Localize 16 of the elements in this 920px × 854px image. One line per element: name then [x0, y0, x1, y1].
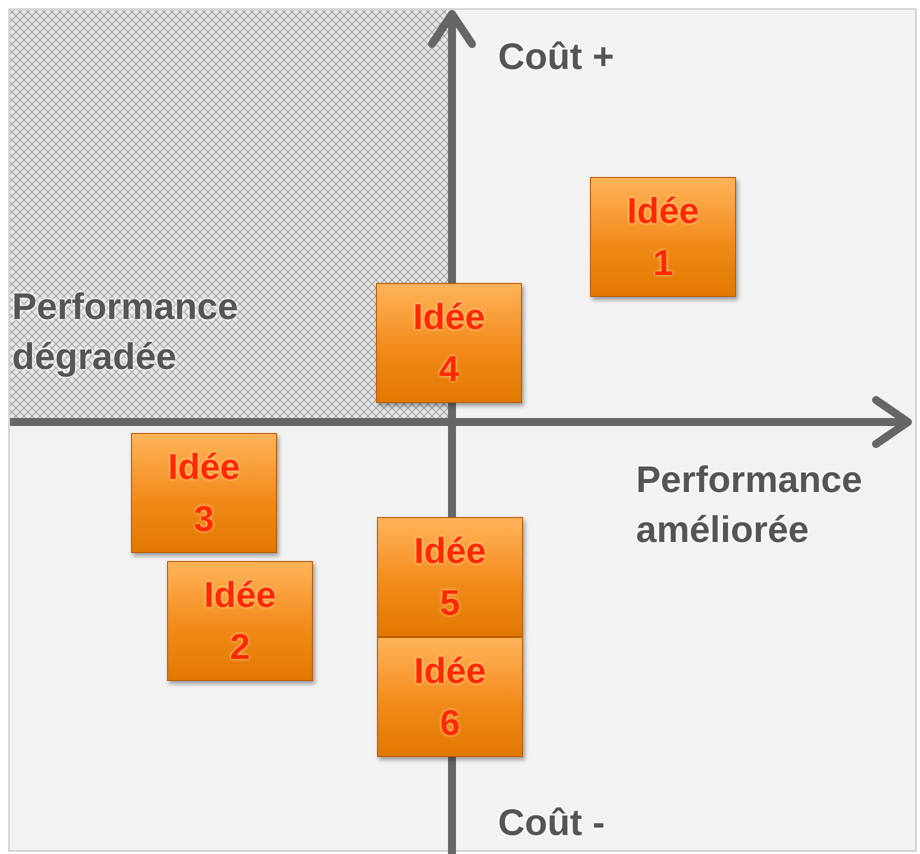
idea-card: [377, 517, 523, 637]
idea-card: [167, 561, 313, 681]
idea-label: Idée 6: [412, 649, 488, 745]
idea-label: Idée 3: [166, 445, 242, 541]
idea-card: [377, 637, 523, 757]
idea-label: Idée 5: [412, 529, 488, 625]
axis-label: Performance dégradée: [12, 285, 240, 379]
idea-label: Idée 2: [202, 573, 278, 669]
axis-label: Coût -: [498, 801, 606, 845]
idea-label: Idée 4: [412, 295, 486, 391]
idea-card: [376, 283, 522, 403]
idea-card: [590, 177, 736, 297]
idea-card: [131, 433, 277, 553]
axis-label: Coût +: [498, 35, 616, 79]
idea-label: Idée 1: [626, 189, 700, 285]
axis-label: Performance améliorée: [636, 458, 864, 552]
